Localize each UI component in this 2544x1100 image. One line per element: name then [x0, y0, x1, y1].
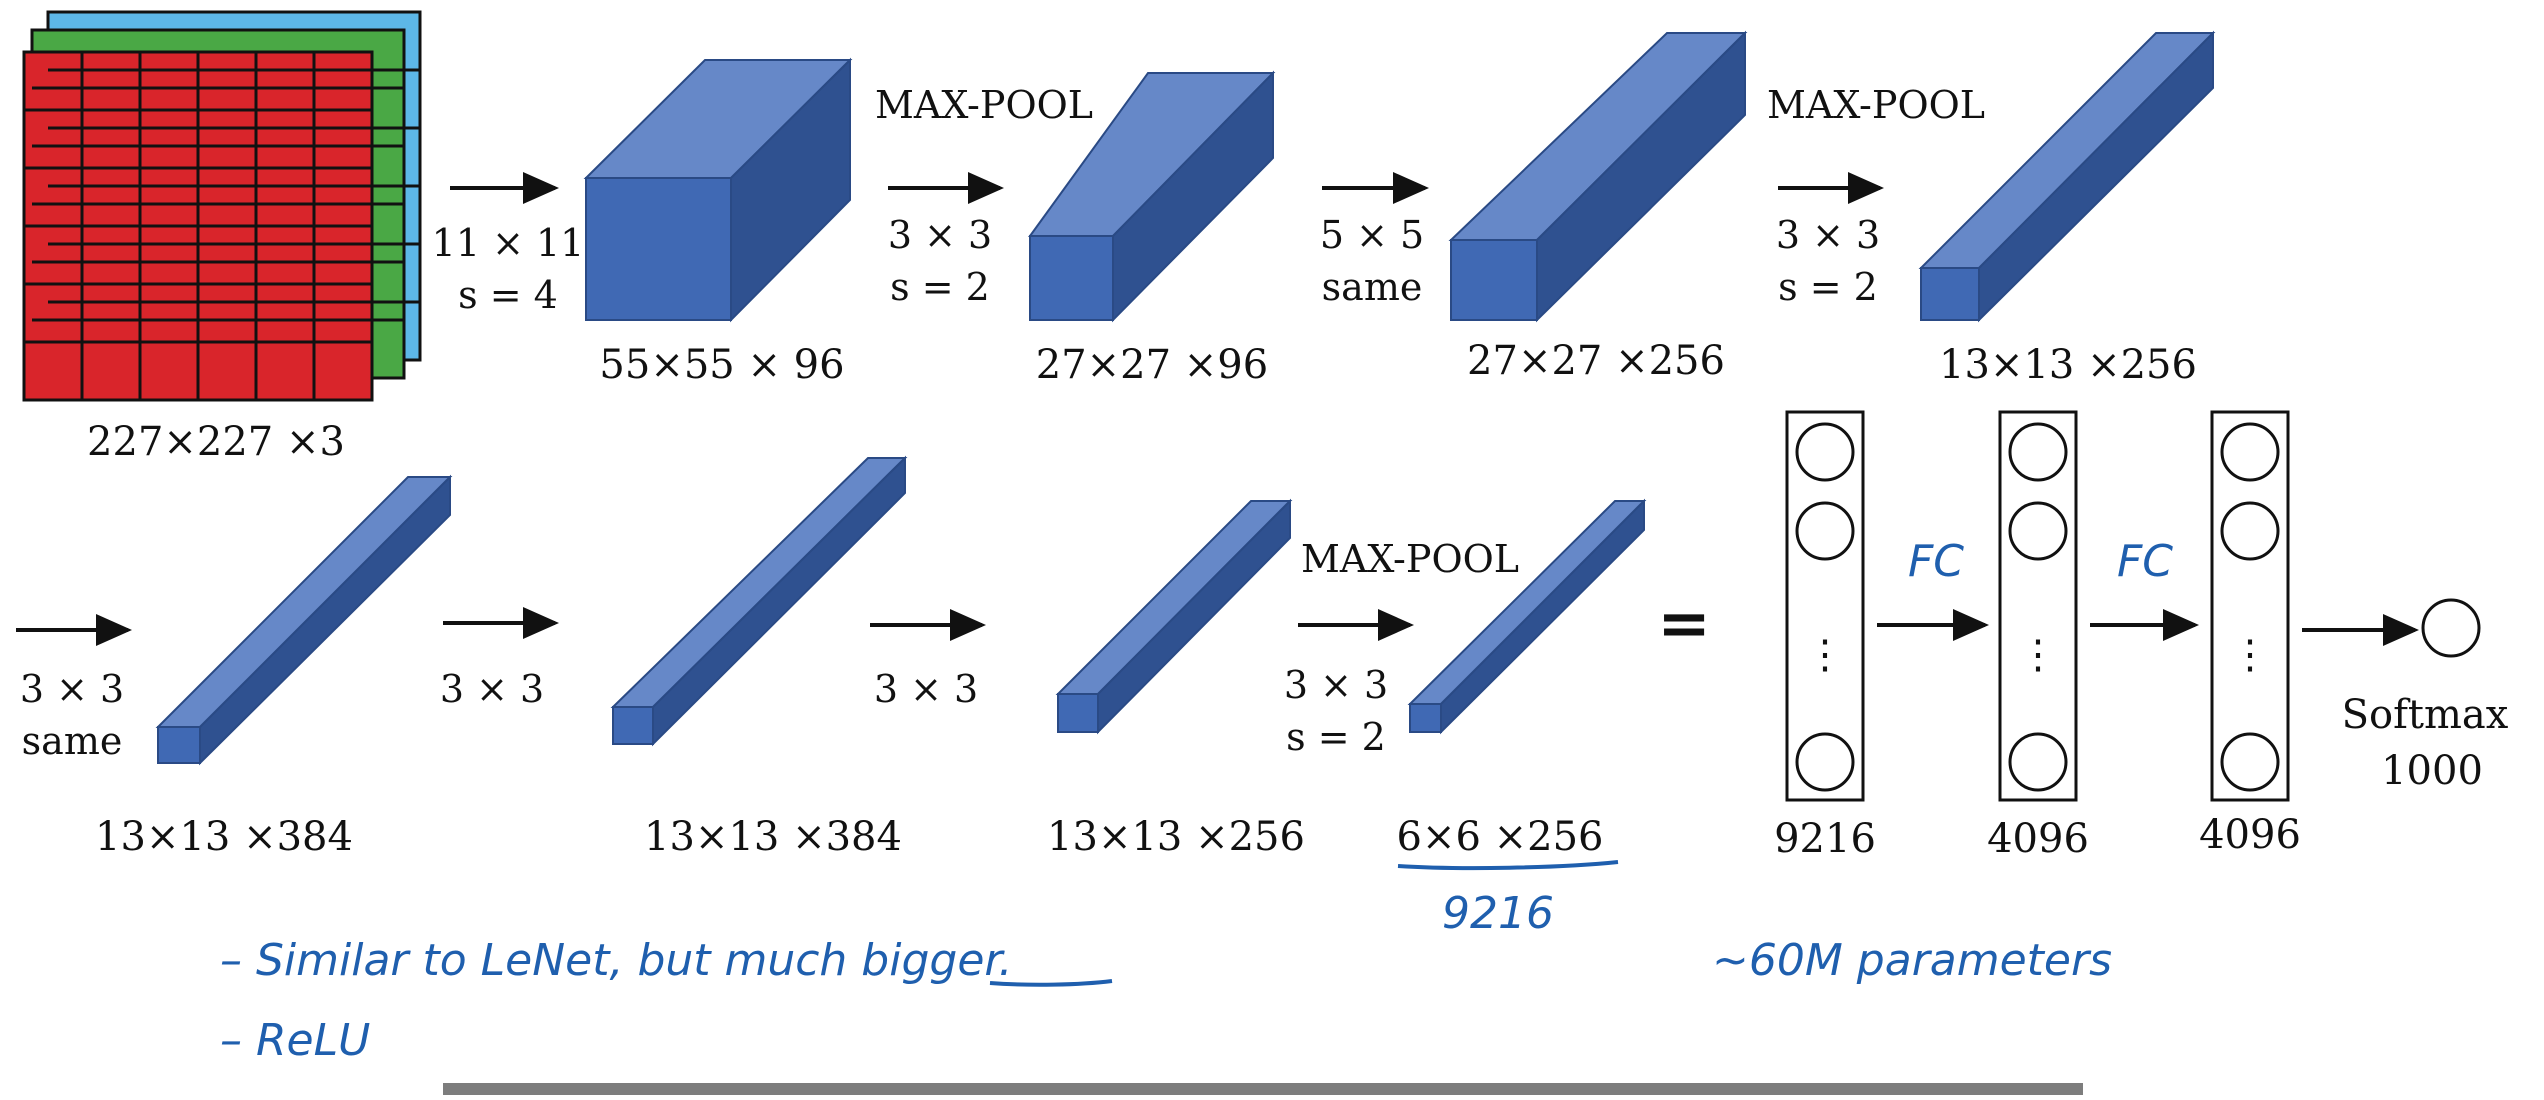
- fc1-arrow-label: FC: [1908, 536, 1964, 587]
- fc-layer-box: [1785, 410, 1865, 802]
- conv3-side-face: [199, 474, 451, 766]
- neuron-circle: [1795, 422, 1855, 482]
- conv3-volume: [155, 474, 453, 766]
- conv1-front-face: [585, 177, 732, 321]
- conv2-padding-label: same: [1322, 265, 1423, 309]
- pool1-stride-label: s = 2: [890, 265, 990, 309]
- conv2-front-face: [1450, 239, 1538, 321]
- fc2-arrow-label: FC: [2117, 536, 2173, 587]
- pool2-front-face: [1920, 267, 1980, 321]
- ellipsis-dots: ⋮: [2018, 632, 2058, 678]
- fc-layer-4096-b: ⋮: [2210, 410, 2290, 802]
- output-neuron: [2421, 598, 2481, 658]
- neuron-circle: [2008, 732, 2068, 792]
- neuron-circle: [2008, 422, 2068, 482]
- fc-layer-box: [2210, 410, 2290, 802]
- conv5-dims-label: 13×13 ×256: [1047, 814, 1305, 860]
- conv5-kernel-label: 3 × 3: [874, 667, 978, 711]
- conv4-dims-label: 13×13 ×384: [644, 814, 902, 860]
- conv2-volume: [1448, 30, 1748, 323]
- conv1-volume: [583, 57, 853, 323]
- fc-layer-1-label: 9216: [1774, 816, 1876, 862]
- conv3-dims-label: 13×13 ×384: [95, 814, 353, 860]
- pool1-volume: [1028, 70, 1276, 323]
- neuron-circle: [1795, 732, 1855, 792]
- pool3-stride-label: s = 2: [1286, 715, 1386, 759]
- pool3-kernel-label: 3 × 3: [1284, 663, 1388, 707]
- pool3-dims-label: 6×6 ×256: [1397, 814, 1604, 860]
- note-relu: – ReLU: [220, 1015, 370, 1066]
- ellipsis-dots: ⋮: [1805, 632, 1845, 678]
- conv5-top-face: [1055, 500, 1293, 695]
- input-dims-label: 227×227 ×3: [87, 419, 345, 465]
- pool3-top-face: [1407, 500, 1647, 705]
- pool2-title: MAX-POOL: [1767, 83, 1985, 127]
- note-params: ~60M parameters: [1712, 935, 2112, 986]
- ellipsis-dots: ⋮: [2230, 632, 2270, 678]
- pool3-volume: [1407, 498, 1647, 735]
- conv3-top-face: [155, 476, 453, 728]
- input-grid: [24, 52, 420, 400]
- conv3-kernel-label: 3 × 3: [20, 667, 124, 711]
- pool1-front-face: [1029, 235, 1114, 321]
- conv4-volume: [610, 455, 908, 747]
- fc-layer-box: [1998, 410, 2078, 802]
- pool2-volume: [1918, 30, 2216, 323]
- fc-layer-9216: ⋮: [1785, 410, 1865, 802]
- conv1-stride-label: s = 4: [458, 273, 558, 317]
- pool2-stride-label: s = 2: [1778, 265, 1878, 309]
- conv4-top-face: [610, 457, 908, 708]
- pool1-dims-label: 27×27 ×96: [1036, 342, 1268, 388]
- pool2-kernel-label: 3 × 3: [1776, 213, 1880, 257]
- note-much-underline: [989, 979, 1113, 987]
- conv5-volume: [1055, 498, 1293, 735]
- neuron-circle: [1795, 501, 1855, 561]
- fc-layer-2-label: 4096: [1987, 816, 2089, 862]
- conv2-kernel-label: 5 × 5: [1320, 213, 1424, 257]
- neuron-circle: [2220, 422, 2280, 482]
- conv4-side-face: [652, 455, 906, 747]
- pool1-kernel-label: 3 × 3: [888, 213, 992, 257]
- note-similar-to-lenet: – Similar to LeNet, but much bigger.: [220, 935, 1012, 986]
- conv4-front-face: [612, 706, 654, 745]
- pool3-front-face: [1409, 703, 1442, 733]
- pool3-dims-underline: [1397, 860, 1619, 871]
- neuron-circle: [2008, 501, 2068, 561]
- equals-sign: =: [1657, 586, 1711, 661]
- softmax-classes-label: 1000: [2381, 748, 2483, 794]
- pool3-title: MAX-POOL: [1301, 537, 1519, 581]
- conv3-padding-label: same: [22, 719, 123, 763]
- neuron-circle: [2220, 732, 2280, 792]
- input-image-stack: [22, 10, 422, 402]
- conv1-kernel-label: 11 × 11: [432, 221, 585, 265]
- fc-layer-3-label: 4096: [2199, 812, 2301, 858]
- neuron-circle: [2220, 501, 2280, 561]
- conv5-front-face: [1057, 693, 1099, 733]
- pool3-side-face: [1440, 498, 1645, 735]
- conv1-dims-label: 55×55 × 96: [599, 342, 844, 388]
- pool2-dims-label: 13×13 ×256: [1939, 342, 2197, 388]
- subtitle-bar: [443, 1083, 2083, 1095]
- flatten-note: 9216: [1442, 888, 1554, 939]
- fc-layer-4096-a: ⋮: [1998, 410, 2078, 802]
- softmax-label: Softmax: [2342, 692, 2509, 738]
- conv3-front-face: [157, 726, 201, 764]
- conv2-dims-label: 27×27 ×256: [1467, 338, 1725, 384]
- conv5-side-face: [1097, 498, 1291, 735]
- conv4-kernel-label: 3 × 3: [440, 667, 544, 711]
- pool1-title: MAX-POOL: [875, 83, 1093, 127]
